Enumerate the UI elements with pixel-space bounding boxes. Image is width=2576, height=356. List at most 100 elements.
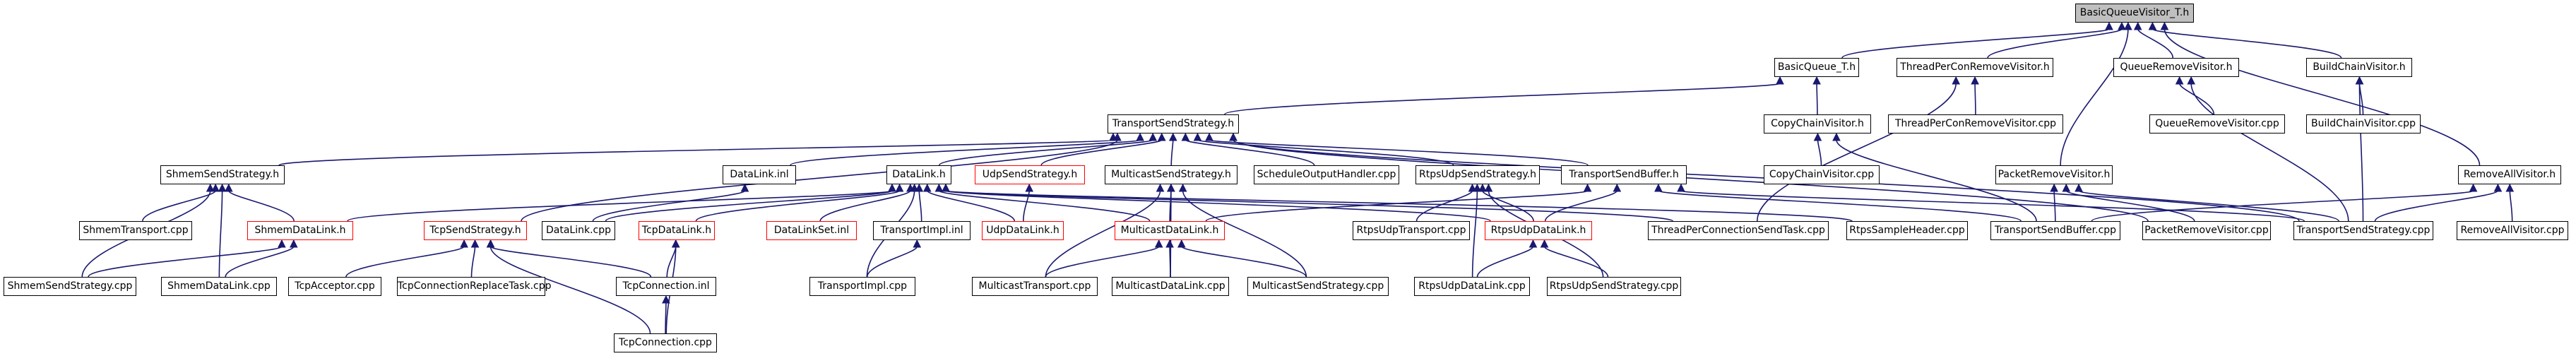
- dependency-edge: [2178, 83, 2215, 115]
- node-multicasttransport-cpp[interactable]: MulticastTransport.cpp: [972, 277, 1098, 296]
- dependency-arrowhead: [211, 183, 220, 192]
- node-tcpdatalink-h[interactable]: TcpDataLink.h: [639, 221, 715, 240]
- node-scheduleoutputhandler-cpp[interactable]: ScheduleOutputHandler.cpp: [1254, 165, 1399, 184]
- dependency-edge: [1476, 246, 1534, 278]
- node-shmemdatalink-cpp[interactable]: ShmemDataLink.cpp: [161, 277, 277, 296]
- node-rtpsudpsendstrategy-cpp[interactable]: RtpsUdpSendStrategy.cpp: [1547, 277, 1681, 296]
- node-shmemtransport-cpp[interactable]: ShmemTransport.cpp: [79, 221, 192, 240]
- dependency-arrowhead: [1167, 183, 1175, 192]
- node-threadperconremovevisitor-cpp[interactable]: ThreadPerConRemoveVisitor.cpp: [1888, 114, 2063, 134]
- node-tcpconnection-inl[interactable]: TcpConnection.inl: [616, 277, 716, 296]
- node-rtpsudpsendstrategy-h[interactable]: RtpsUdpSendStrategy.h: [1415, 165, 1540, 184]
- node-transportimpl-cpp[interactable]: TransportImpl.cpp: [809, 277, 915, 296]
- dependency-arrowhead: [1812, 76, 1821, 85]
- dependency-arrowhead: [1478, 183, 1487, 192]
- dependency-arrowhead: [1181, 132, 1190, 141]
- dependency-arrowhead: [1154, 239, 1163, 248]
- node-packetremovevisitor-cpp[interactable]: PacketRemoveVisitor.cpp: [2142, 221, 2271, 240]
- dependency-arrowhead: [1484, 183, 1493, 192]
- dependency-edge: [1181, 246, 1307, 278]
- node-transportimpl-inl[interactable]: TransportImpl.inl: [873, 221, 971, 240]
- node-copychainvisitor-cpp[interactable]: CopyChainVisitor.cpp: [1764, 165, 1880, 184]
- node-threadperconnectionsendtask-cpp[interactable]: ThreadPerConnectionSendTask.cpp: [1648, 221, 1829, 240]
- dependency-arrowhead: [1971, 76, 1979, 85]
- dependency-edge: [2053, 190, 2056, 222]
- node-transportsendstrategy-cpp[interactable]: TransportSendStrategy.cpp: [2293, 221, 2433, 240]
- node-datalink-h[interactable]: DataLink.h: [886, 165, 951, 184]
- node-rtpsudptransport-cpp[interactable]: RtpsUdpTransport.cpp: [1353, 221, 1470, 240]
- node-datalink-cpp[interactable]: DataLink.cpp: [542, 221, 615, 240]
- dependency-edge: [2151, 28, 2342, 59]
- node-threadperconremovevisitor-h[interactable]: ThreadPerConRemoveVisitor.h: [1897, 58, 2053, 77]
- dependency-edge: [605, 190, 893, 222]
- node-removeallvisitor-cpp[interactable]: RemoveAllVisitor.cpp: [2457, 221, 2568, 240]
- node-rtpsudpdatalink-h[interactable]: RtpsUdpDataLink.h: [1485, 221, 1592, 240]
- node-transportsendbuffer-h[interactable]: TransportSendBuffer.h: [1561, 165, 1687, 184]
- dependency-edge: [1224, 83, 1781, 115]
- node-tcpsendstrategy-h[interactable]: TcpSendStrategy.h: [424, 221, 527, 240]
- node-queueremovevisitor-cpp[interactable]: QueueRemoveVisitor.cpp: [2149, 114, 2285, 134]
- node-rtpsudpdatalink-cpp[interactable]: RtpsUdpDataLink.cpp: [1414, 277, 1530, 296]
- dependency-arrowhead: [1205, 132, 1213, 141]
- node-basicqueuevisitor-t-h[interactable]: BasicQueueVisitor_T.h: [2075, 4, 2194, 23]
- dependency-edge: [1045, 190, 1161, 278]
- dependency-arrowhead: [2469, 183, 2478, 192]
- dependency-arrowhead: [2062, 183, 2071, 192]
- dependency-edge: [2164, 28, 2481, 166]
- dependency-edge: [2509, 190, 2513, 222]
- dependency-edge: [2091, 190, 2474, 222]
- dependency-edge: [918, 190, 922, 222]
- dependency-arrowhead: [1177, 239, 1186, 248]
- dependency-edge: [695, 190, 901, 222]
- dependency-edge: [1182, 190, 1307, 278]
- dependency-arrowhead: [2355, 76, 2364, 85]
- dependency-edge: [1209, 139, 1589, 166]
- node-udpdatalink-h[interactable]: UdpDataLink.h: [982, 221, 1064, 240]
- node-basicqueue-t-h[interactable]: BasicQueue_T.h: [1774, 58, 1859, 77]
- dependency-arrowhead: [2050, 183, 2058, 192]
- node-datalinkset-inl[interactable]: DataLinkSet.inl: [766, 221, 857, 240]
- node-shmemsendstrategy-h[interactable]: ShmemSendStrategy.h: [160, 165, 285, 184]
- node-transportsendstrategy-h[interactable]: TransportSendStrategy.h: [1108, 114, 1239, 134]
- node-shmemdatalink-h[interactable]: ShmemDataLink.h: [247, 221, 353, 240]
- node-multicastsendstrategy-cpp[interactable]: MulticastSendStrategy.cpp: [1247, 277, 1389, 296]
- dependency-arrowhead: [2075, 183, 2083, 192]
- dependency-edge: [1415, 190, 1473, 222]
- dependency-arrowhead: [218, 183, 227, 192]
- node-datalink-inl[interactable]: DataLink.inl: [723, 165, 796, 184]
- node-shmemsendstrategy-cpp[interactable]: ShmemSendStrategy.cpp: [4, 277, 136, 296]
- dependency-edge: [1841, 28, 2110, 59]
- dependency-edge: [142, 190, 216, 222]
- node-tcpacceptor-cpp[interactable]: TcpAcceptor.cpp: [288, 277, 381, 296]
- node-rtpssampleheader-cpp[interactable]: RtpsSampleHeader.cpp: [1846, 221, 1968, 240]
- dependency-edge: [1543, 246, 1609, 278]
- node-multicastdatalink-cpp[interactable]: MulticastDataLink.cpp: [1112, 277, 1229, 296]
- dependency-edge: [938, 190, 1151, 222]
- dependency-edge: [866, 246, 918, 278]
- dependency-edge: [1680, 190, 2305, 222]
- dependency-arrowhead: [1157, 132, 1166, 141]
- dependency-arrowhead: [1193, 132, 1202, 141]
- dependency-arrowhead: [486, 239, 495, 248]
- dependency-arrowhead: [460, 239, 468, 248]
- dependency-edge: [1185, 139, 1315, 166]
- node-copychainvisitor-h[interactable]: CopyChainVisitor.h: [1764, 114, 1871, 134]
- node-multicastdatalink-h[interactable]: MulticastDataLink.h: [1115, 221, 1225, 240]
- dependency-arrowhead: [2187, 76, 2196, 85]
- node-removeallvisitor-h[interactable]: RemoveAllVisitor.h: [2458, 165, 2561, 184]
- node-transportsendbuffer-cpp[interactable]: TransportSendBuffer.cpp: [1990, 221, 2120, 240]
- dependency-arrowhead: [910, 183, 919, 192]
- dependency-edge: [347, 190, 893, 222]
- dependency-arrowhead: [2105, 21, 2113, 30]
- node-queueremovevisitor-h[interactable]: QueueRemoveVisitor.h: [2113, 58, 2239, 77]
- node-udpsendstrategy-h[interactable]: UdpSendStrategy.h: [975, 165, 1085, 184]
- node-multicastsendstrategy-h[interactable]: MulticastSendStrategy.h: [1105, 165, 1237, 184]
- dependency-edge: [2065, 190, 2195, 222]
- node-tcpconnection-cpp[interactable]: TcpConnection.cpp: [614, 333, 717, 352]
- node-buildchainvisitor-h[interactable]: BuildChainVisitor.h: [2306, 58, 2412, 77]
- node-packetremovevisitor-h[interactable]: PacketRemoveVisitor.h: [1995, 165, 2113, 184]
- node-tcpconnectionreplacetask-cpp[interactable]: TcpConnectionReplaceTask.cpp: [397, 277, 552, 296]
- node-buildchainvisitor-cpp[interactable]: BuildChainVisitor.cpp: [2306, 114, 2421, 134]
- dependency-arrowhead: [2160, 21, 2169, 30]
